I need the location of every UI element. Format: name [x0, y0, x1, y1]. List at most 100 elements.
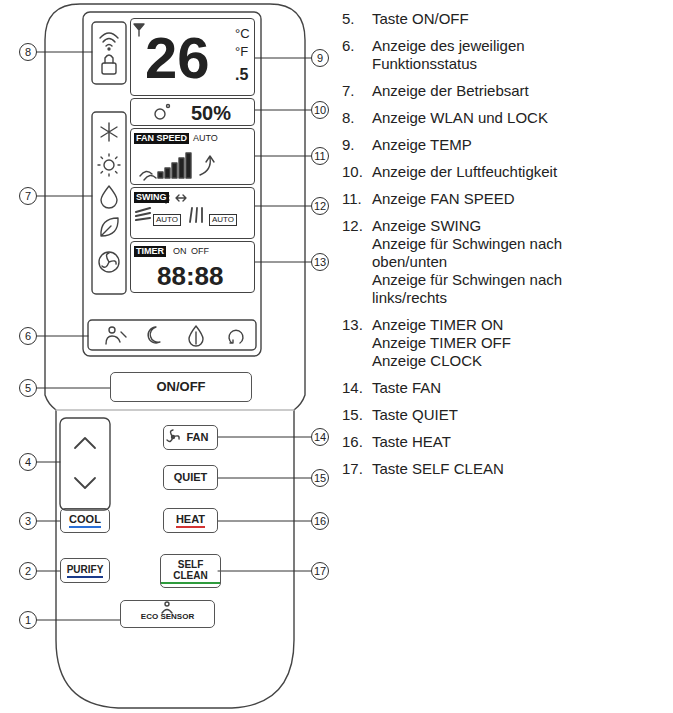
- legend-list: 5.Taste ON/OFF6.Anzeige des jeweiligen F…: [342, 10, 662, 487]
- button-label: HEAT: [176, 513, 205, 528]
- item-text: Taste QUIET: [372, 406, 602, 424]
- item-number: 11.: [342, 190, 372, 208]
- item-text: Taste ON/OFF: [372, 10, 602, 28]
- swing-display: SWING AUTO AUTO: [130, 187, 255, 239]
- item-texts: Anzeige TIMER ONAnzeige TIMER OFFAnzeige…: [372, 316, 602, 370]
- item-text: Anzeige für Schwingen nach oben/unten: [372, 235, 602, 271]
- legend-item: 14.Taste FAN: [342, 379, 662, 397]
- item-number: 9.: [342, 136, 372, 154]
- display-text: AUTO: [193, 134, 218, 143]
- legend-item: 7.Anzeige der Betriebsart: [342, 82, 662, 100]
- item-text: Anzeige der Luftfeuchtigkeit: [372, 163, 602, 181]
- item-number: 12.: [342, 217, 372, 307]
- item-text: Anzeige des jeweiligen Funktionsstatus: [372, 37, 602, 73]
- item-texts: Anzeige der Luftfeuchtigkeit: [372, 163, 602, 181]
- legend-item: 16.Taste HEAT: [342, 433, 662, 451]
- legend-item: 8.Anzeige WLAN und LOCK: [342, 109, 662, 127]
- item-texts: Anzeige des jeweiligen Funktionsstatus: [372, 37, 602, 73]
- item-texts: Taste FAN: [372, 379, 602, 397]
- temp-display: 26°C°F.5: [130, 18, 255, 96]
- legend-item: 10.Anzeige der Luftfeuchtigkeit: [342, 163, 662, 181]
- callout-number: 15: [311, 469, 329, 487]
- item-number: 8.: [342, 109, 372, 127]
- item-number: 13.: [342, 316, 372, 370]
- display-text: AUTO: [209, 214, 237, 226]
- legend-item: 6.Anzeige des jeweiligen Funktionsstatus: [342, 37, 662, 73]
- button-label: ON/OFF: [156, 380, 205, 394]
- callout-number: 6: [19, 327, 37, 345]
- callout-number: 11: [311, 147, 329, 165]
- item-number: 5.: [342, 10, 372, 28]
- display-text: TIMER: [134, 246, 166, 257]
- callout-number: 3: [19, 512, 37, 530]
- callout-number: 1: [19, 611, 37, 629]
- display-text: °C: [235, 27, 250, 40]
- item-text: Anzeige TIMER ON: [372, 316, 602, 334]
- item-texts: Anzeige TEMP: [372, 136, 602, 154]
- item-text: Anzeige WLAN und LOCK: [372, 109, 602, 127]
- callout-number: 12: [311, 197, 329, 215]
- quiet-button: QUIET: [163, 465, 218, 490]
- item-number: 7.: [342, 82, 372, 100]
- button-label: QUIET: [174, 471, 208, 483]
- button-label: SELF CLEAN: [161, 559, 220, 584]
- legend-item: 17.Taste SELF CLEAN: [342, 460, 662, 478]
- item-number: 10.: [342, 163, 372, 181]
- humidity-display: 50%: [130, 98, 255, 126]
- display-text: 50%: [191, 103, 231, 123]
- legend-item: 11.Anzeige FAN SPEED: [342, 190, 662, 208]
- display-text: SWING: [134, 192, 169, 203]
- legend-item: 12.Anzeige SWINGAnzeige für Schwingen na…: [342, 217, 662, 307]
- item-text: Taste FAN: [372, 379, 602, 397]
- callout-number: 10: [311, 101, 329, 119]
- legend-item: 13.Anzeige TIMER ONAnzeige TIMER OFFAnze…: [342, 316, 662, 370]
- eco-sensor-button: ECO SENSOR: [120, 600, 215, 628]
- item-text: Taste SELF CLEAN: [372, 460, 602, 478]
- heat-button: HEAT: [163, 508, 218, 533]
- display-text: ON: [173, 247, 187, 256]
- item-text: Anzeige TIMER OFF: [372, 334, 602, 352]
- legend-item: 9.Anzeige TEMP: [342, 136, 662, 154]
- fan-button: FAN: [163, 425, 218, 450]
- item-texts: Taste QUIET: [372, 406, 602, 424]
- item-number: 15.: [342, 406, 372, 424]
- timer-display: TIMER ON OFF 88:88: [130, 241, 255, 293]
- self-clean-button: SELF CLEAN: [160, 554, 221, 588]
- display-text: 88:88: [157, 263, 224, 289]
- button-label: ECO SENSOR: [141, 613, 194, 622]
- display-text: AUTO: [153, 214, 181, 226]
- purify-button: PURIFY: [60, 558, 110, 583]
- callout-number: 14: [311, 428, 329, 446]
- callout-number: 5: [19, 379, 37, 397]
- item-number: 6.: [342, 37, 372, 73]
- item-text: Anzeige der Betriebsart: [372, 82, 602, 100]
- item-texts: Anzeige der Betriebsart: [372, 82, 602, 100]
- item-text: Anzeige TEMP: [372, 136, 602, 154]
- item-texts: Taste SELF CLEAN: [372, 460, 602, 478]
- item-number: 14.: [342, 379, 372, 397]
- display-text: FAN SPEED: [134, 133, 189, 144]
- item-texts: Anzeige SWINGAnzeige für Schwingen nach …: [372, 217, 602, 307]
- callout-number: 17: [311, 562, 329, 580]
- item-number: 16.: [342, 433, 372, 451]
- item-text: Anzeige SWING: [372, 217, 602, 235]
- item-texts: Taste HEAT: [372, 433, 602, 451]
- power-button: ON/OFF: [110, 372, 252, 402]
- fan-speed-display: FAN SPEED AUTO: [130, 128, 255, 185]
- item-texts: Anzeige FAN SPEED: [372, 190, 602, 208]
- callout-number: 8: [19, 43, 37, 61]
- callout-number: 16: [311, 512, 329, 530]
- item-text: Anzeige CLOCK: [372, 352, 602, 370]
- callout-number: 13: [311, 253, 329, 271]
- item-texts: Taste ON/OFF: [372, 10, 602, 28]
- button-label: COOL: [69, 513, 101, 528]
- item-texts: Anzeige WLAN und LOCK: [372, 109, 602, 127]
- item-text: Anzeige für Schwingen nach links/rechts: [372, 271, 602, 307]
- callout-number: 2: [19, 562, 37, 580]
- legend-item: 5.Taste ON/OFF: [342, 10, 662, 28]
- callout-number: 7: [19, 187, 37, 205]
- item-text: Taste HEAT: [372, 433, 602, 451]
- display-text: OFF: [191, 247, 209, 256]
